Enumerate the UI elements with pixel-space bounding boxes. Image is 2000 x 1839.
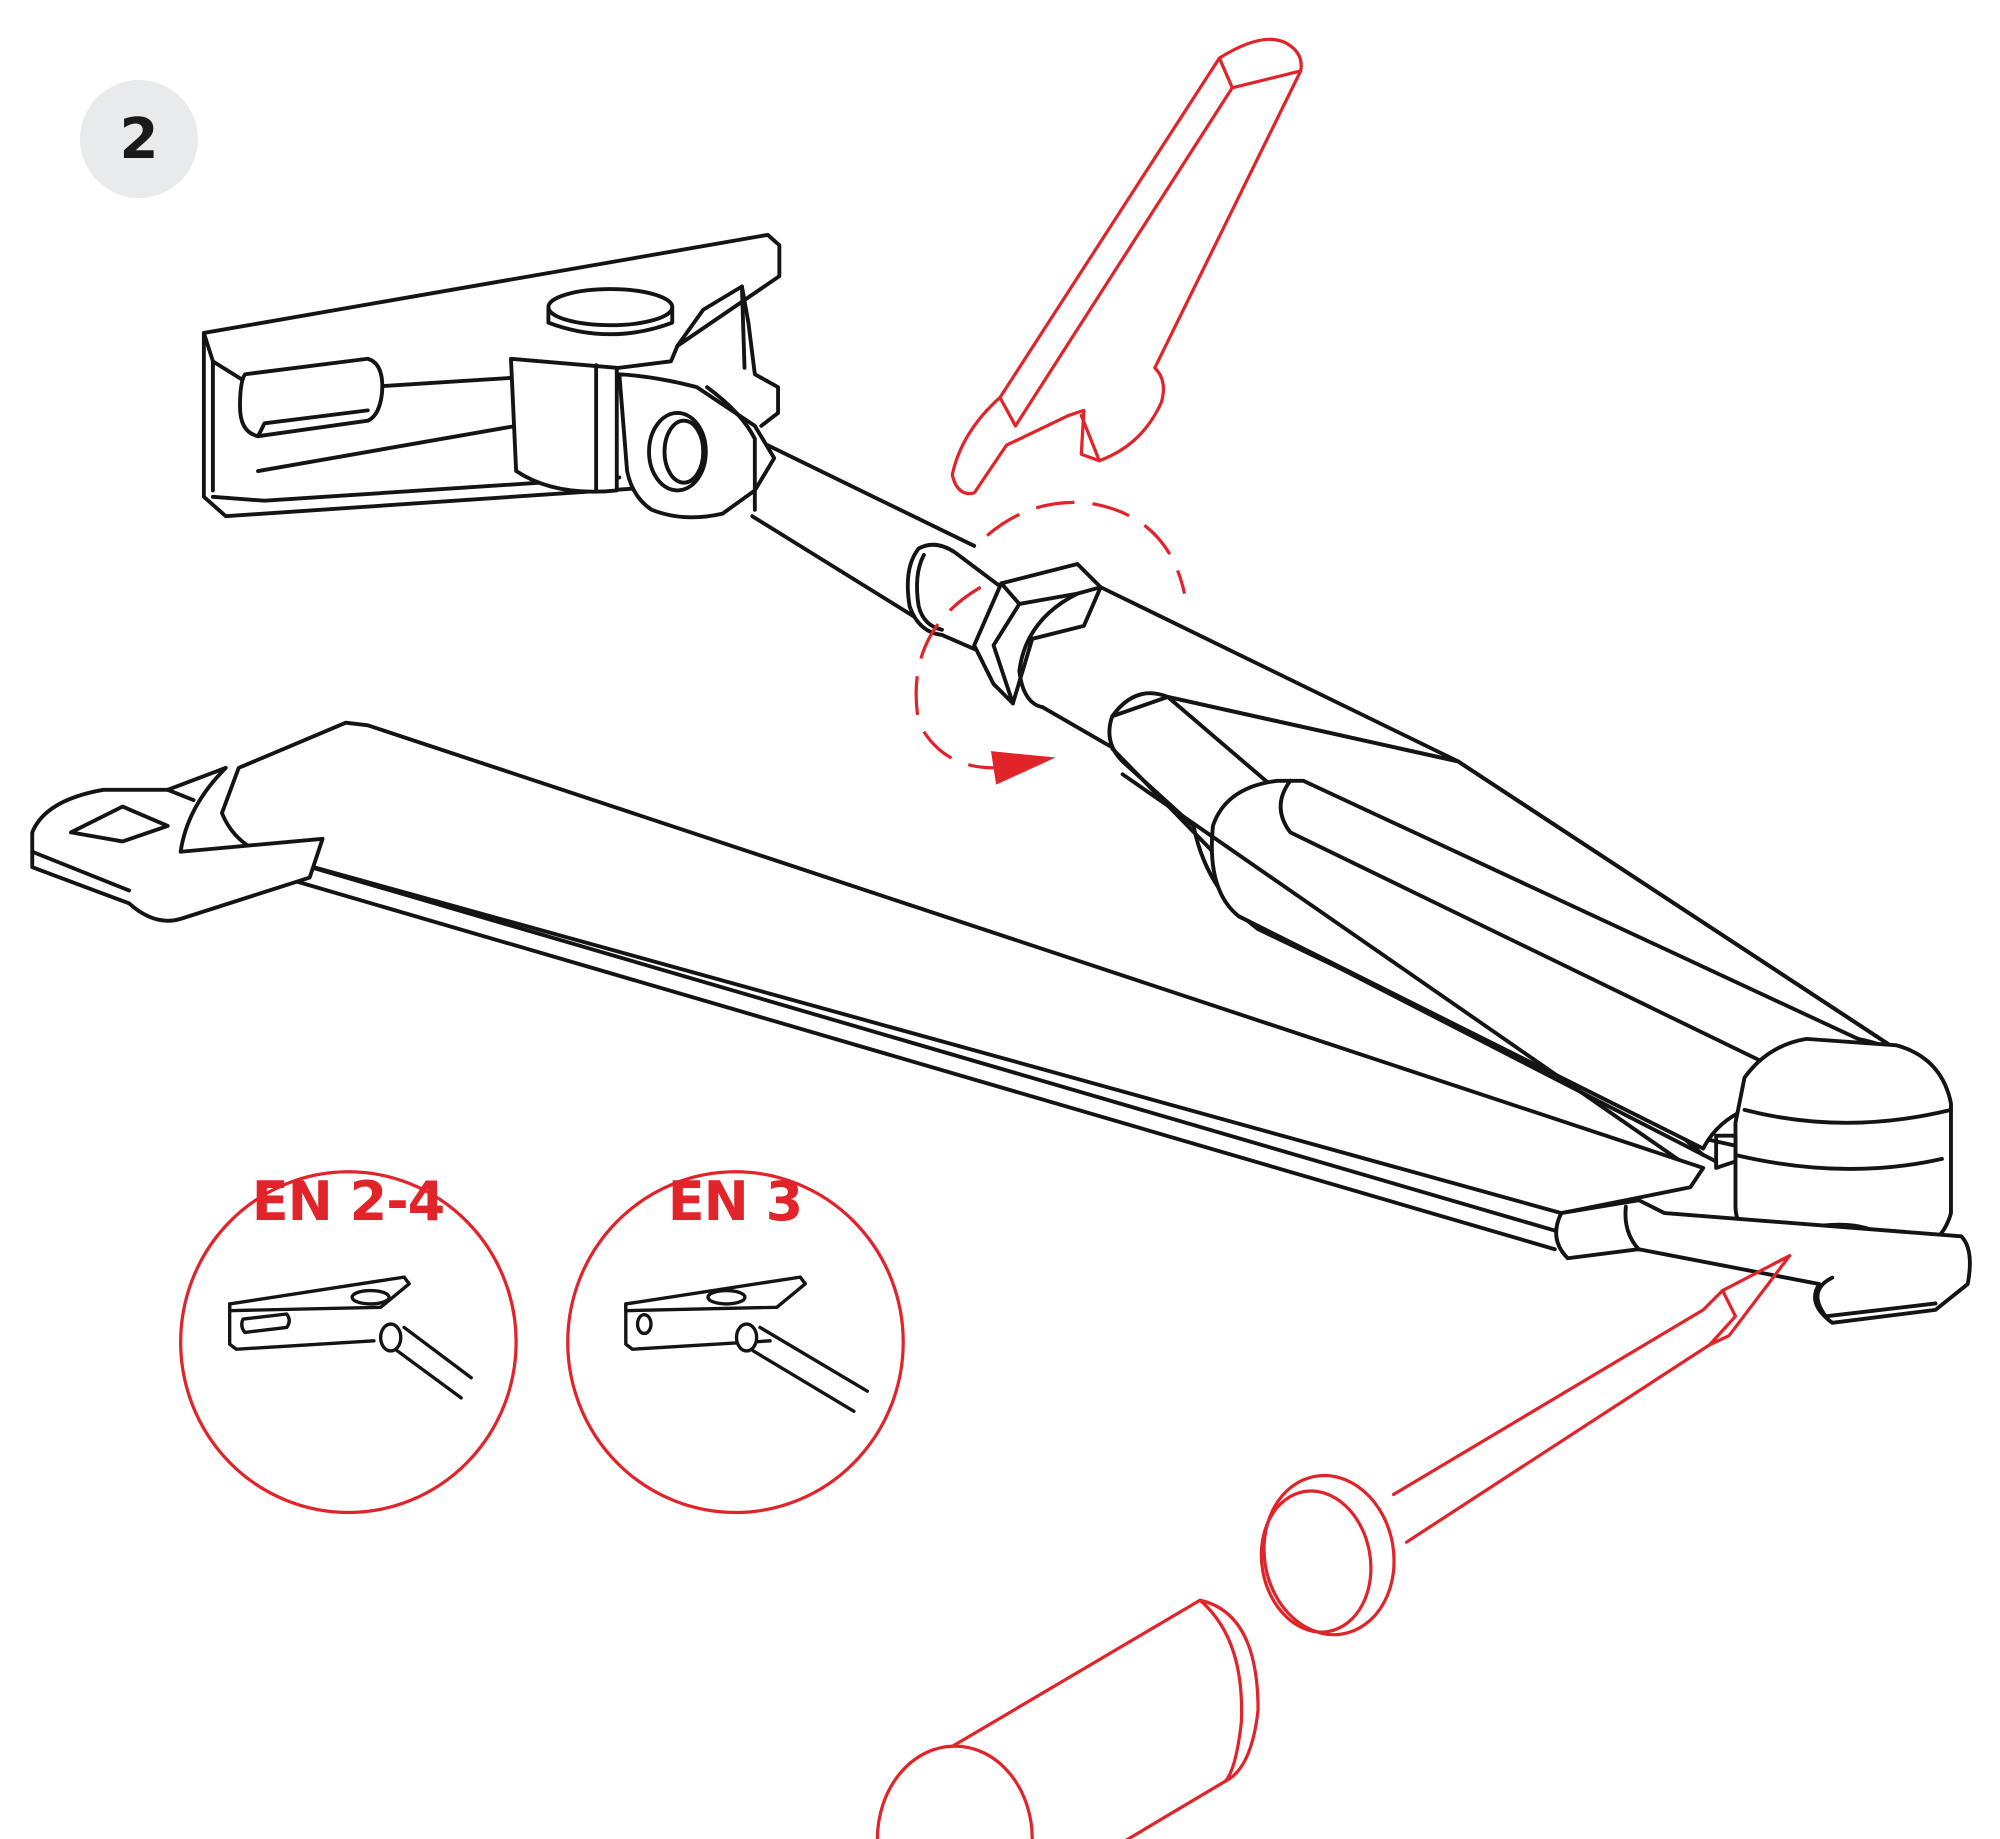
- step-number-badge: 2: [80, 80, 198, 198]
- variant-label-en3: EN 3: [667, 1170, 803, 1233]
- screwdriver-icon: [875, 1254, 1792, 1839]
- closer-arm: [1110, 694, 1953, 1254]
- rotation-arrow-icon: [914, 500, 1187, 785]
- wrench-icon: [950, 37, 1303, 496]
- mounting-bracket: [201, 232, 782, 520]
- variant-detail-en3: [566, 1170, 905, 1515]
- lower-arm: [30, 720, 1972, 1325]
- step-number: 2: [119, 106, 159, 172]
- variant-label-en2-4: EN 2-4: [251, 1170, 445, 1233]
- variant-detail-en2-4: [179, 1170, 518, 1515]
